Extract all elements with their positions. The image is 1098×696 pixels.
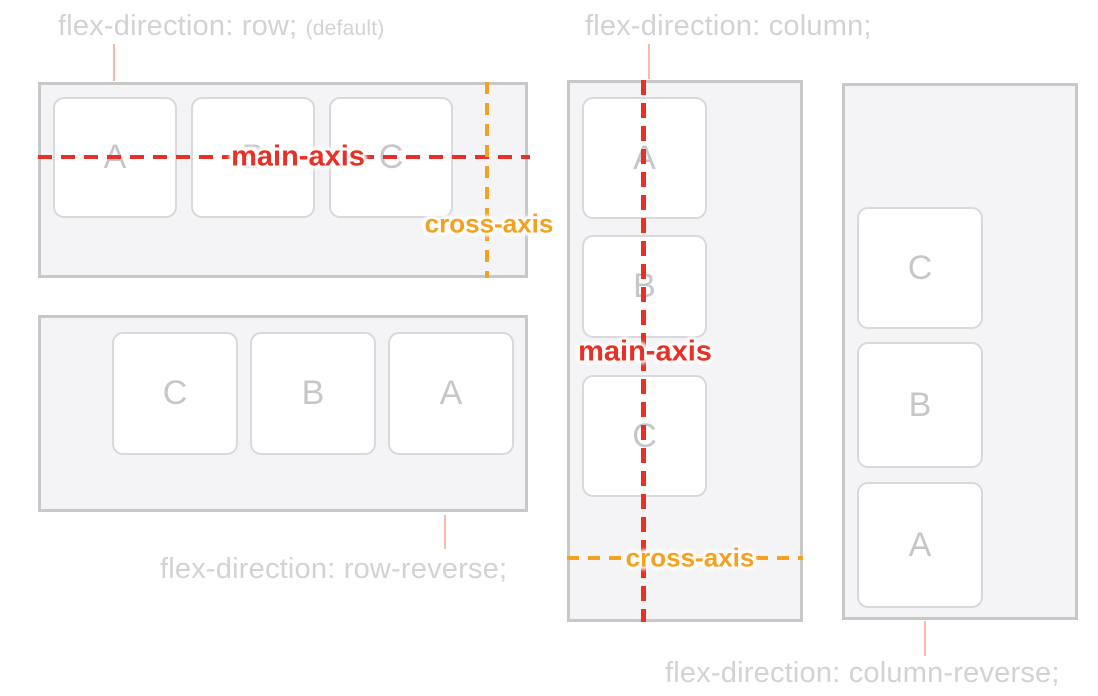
main-axis-dashed-line-column <box>641 80 646 622</box>
flex-item-letter: B <box>908 385 932 424</box>
caption-flex-direction-row-reverse-text: flex-direction: row-reverse; <box>160 553 508 585</box>
flex-item-box: A <box>857 482 983 608</box>
callout-line-column <box>648 44 650 79</box>
caption-flex-direction-column-reverse: flex-direction: column-reverse; <box>665 657 1060 690</box>
flex-item-box: A <box>388 332 514 455</box>
caption-flex-direction-column-reverse-text: flex-direction: column-reverse; <box>665 657 1060 689</box>
flex-item-box: B <box>250 332 376 455</box>
main-axis-label-row: main-axis <box>231 140 365 173</box>
main-axis-label-column: main-axis <box>578 335 712 368</box>
flex-item-letter: B <box>301 374 325 412</box>
caption-flex-direction-column-text: flex-direction: column; <box>585 10 872 42</box>
callout-line-row <box>113 44 115 81</box>
caption-default-suffix: (default) <box>305 17 385 40</box>
cross-axis-dashed-line-row <box>485 82 489 278</box>
flex-container-row: A B C <box>38 82 528 278</box>
caption-flex-direction-row-text: flex-direction: row; <box>58 10 298 42</box>
main-axis-dashed-line-row <box>38 155 530 159</box>
caption-flex-direction-row: flex-direction: row; (default) <box>58 10 385 43</box>
flex-item-letter: C <box>907 248 933 287</box>
cross-axis-dashed-line-column <box>567 556 803 560</box>
cross-axis-label-row: cross-axis <box>424 208 554 239</box>
flex-item-box: B <box>857 342 983 468</box>
flex-item-letter: A <box>908 525 932 564</box>
flex-item-box: C <box>112 332 238 455</box>
caption-flex-direction-row-reverse: flex-direction: row-reverse; <box>160 553 508 586</box>
flex-container-row-reverse: C B A <box>38 315 528 512</box>
caption-flex-direction-column: flex-direction: column; <box>585 10 872 43</box>
flex-item-box: C <box>857 207 983 329</box>
cross-axis-label-column: cross-axis <box>625 542 755 573</box>
callout-line-row-reverse <box>444 515 446 549</box>
flex-item-letter: A <box>439 374 463 412</box>
callout-line-column-reverse <box>924 621 926 656</box>
flex-item-letter: C <box>162 374 188 412</box>
flex-container-column-reverse: C B A <box>842 83 1078 620</box>
